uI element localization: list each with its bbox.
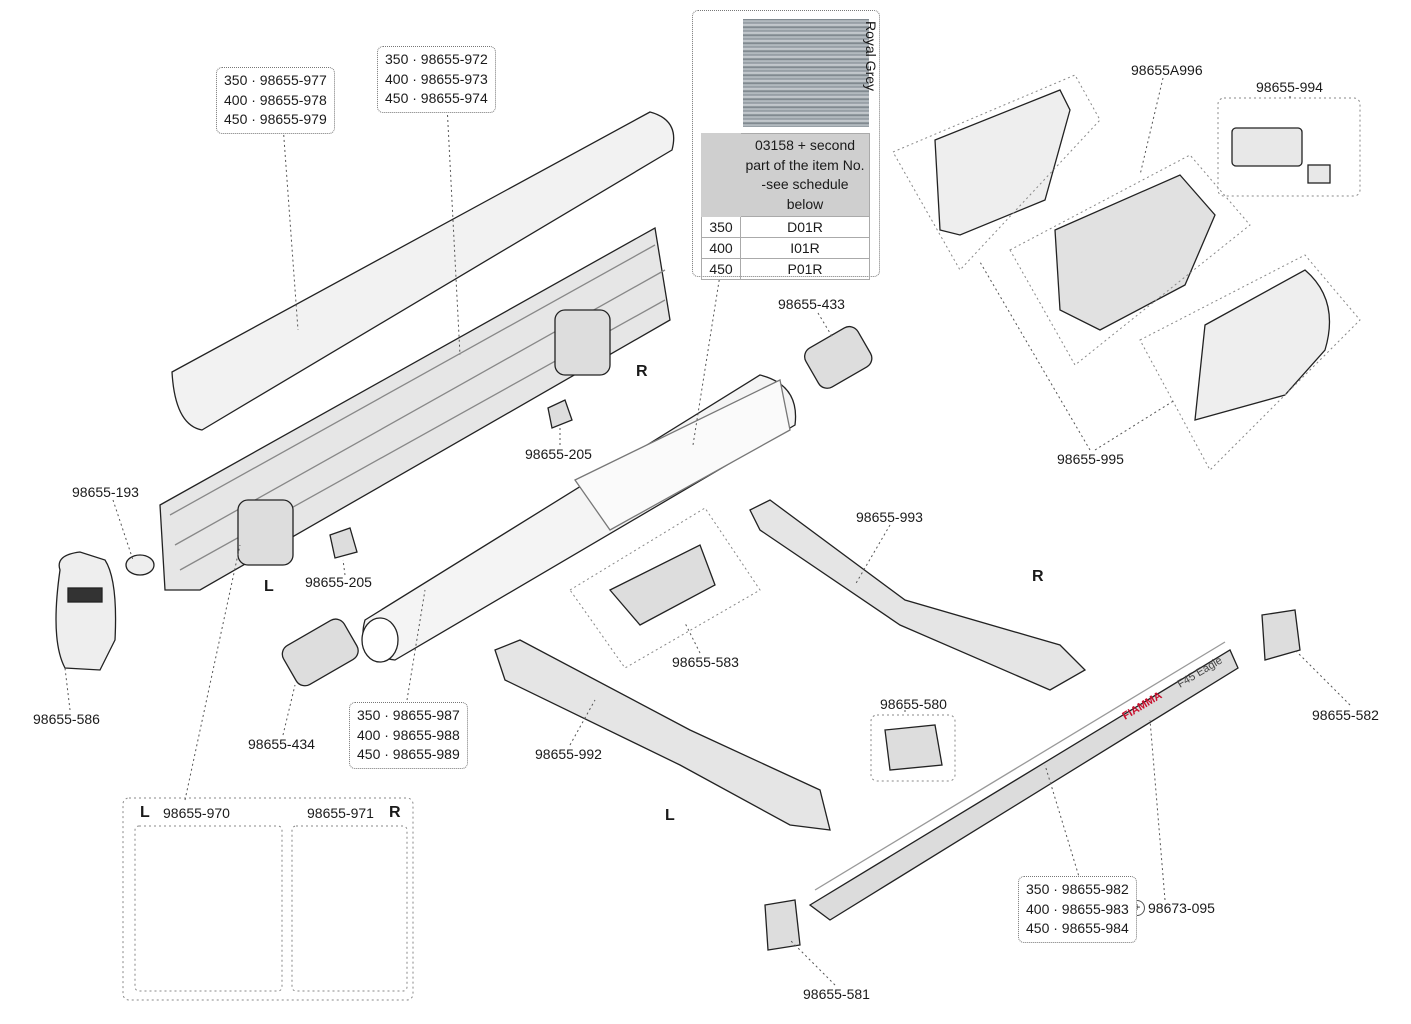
table-row: 350 D01R: [701, 216, 870, 238]
top-cover-part: [171, 111, 675, 431]
fabric-code-panel: Royal Grey 03158 + second part of the it…: [692, 10, 880, 280]
front-bar-variants-box: 350 · 98655-982 400 · 98655-983 450 · 98…: [1018, 876, 1137, 943]
size-cell: 350: [701, 216, 741, 238]
label-98655-582: 98655-582: [1312, 707, 1379, 723]
right-cover-inner-part: [934, 89, 1071, 236]
label-98655-205-a: 98655-205: [525, 446, 592, 462]
fabric-code-table: 03158 + second part of the item No. -see…: [701, 133, 870, 280]
label-98655-993: 98655-993: [856, 509, 923, 525]
awning-profile-part: [159, 226, 671, 591]
front-bar-variant: 450 · 98655-984: [1026, 920, 1129, 936]
left-end-cap-part: [55, 551, 117, 671]
table-header: 03158 + second part of the item No. -see…: [740, 133, 870, 217]
front-bar-variant: 400 · 98655-983: [1026, 900, 1129, 917]
label-98655A996: 98655A996: [1131, 62, 1203, 78]
cover-variant: 400 · 98655-978: [224, 91, 327, 108]
end-bracket-l-part: [237, 499, 294, 566]
label-98655-971: 98655-971: [307, 805, 374, 821]
tube-variant: 350 · 98655-987: [357, 707, 460, 723]
cover-variant: 450 · 98655-979: [224, 111, 327, 127]
tube-plug-right-part: [804, 325, 873, 389]
label-98655-970: 98655-970: [163, 805, 230, 821]
label-98655-583: 98655-583: [672, 654, 739, 670]
front-bar-part: [808, 649, 1239, 921]
side-marker-r-profile: R: [636, 363, 648, 380]
pin-part: [125, 554, 155, 576]
label-98673-095: 98673-095: [1148, 900, 1215, 916]
clip-205a-part: [547, 399, 573, 429]
profile-variant: 450 · 98655-974: [385, 90, 488, 106]
part-583: [608, 544, 716, 626]
label-98655-994: 98655-994: [1256, 79, 1323, 95]
switch-part: [1231, 127, 1303, 167]
code-cell: P01R: [740, 258, 870, 280]
cover-variant: 350 · 98655-977: [224, 72, 327, 88]
table-row: 400 I01R: [701, 237, 870, 259]
label-98655-995: 98655-995: [1057, 451, 1124, 467]
fabric-swatch: [743, 19, 869, 127]
profile-variant: 350 · 98655-972: [385, 51, 488, 67]
label-98655-581: 98655-581: [803, 986, 870, 1002]
arm-l-part: [494, 639, 831, 831]
front-bar-variant: 350 · 98655-982: [1026, 881, 1129, 897]
code-cell: D01R: [740, 216, 870, 238]
end-bracket-r-part: [554, 309, 611, 376]
table-corner: [701, 133, 741, 217]
label-98655-580: 98655-580: [880, 696, 947, 712]
part-580: [884, 724, 943, 771]
motor-part: [1054, 174, 1216, 331]
table-row: 450 P01R: [701, 258, 870, 280]
side-marker-l-bracket: L: [140, 804, 150, 821]
side-marker-r-bracket: R: [389, 804, 401, 821]
front-cap-l-part: [764, 899, 801, 951]
cover-variants-box: 350 · 98655-977 400 · 98655-978 450 · 98…: [216, 67, 335, 134]
clip-205b-part: [329, 527, 358, 559]
fabric-part: [574, 379, 791, 531]
tube-variants-box: 350 · 98655-987 400 · 98655-988 450 · 98…: [349, 702, 468, 769]
tube-variant: 400 · 98655-988: [357, 726, 460, 743]
side-marker-l-profile: L: [264, 578, 274, 595]
tube-plug-left-part: [281, 618, 359, 687]
label-98655-193: 98655-193: [72, 484, 139, 500]
label-98655-433: 98655-433: [778, 296, 845, 312]
right-cover-outer-part: [1194, 269, 1331, 421]
profile-variant: 400 · 98655-973: [385, 70, 488, 87]
side-marker-l-arm: L: [665, 807, 675, 824]
size-cell: 400: [701, 237, 741, 259]
label-98655-586: 98655-586: [33, 711, 100, 727]
arm-r-part: [749, 499, 1087, 691]
profile-variants-box: 350 · 98655-972 400 · 98655-973 450 · 98…: [377, 46, 496, 113]
side-marker-r-arm: R: [1032, 568, 1044, 585]
code-cell: I01R: [740, 237, 870, 259]
label-98655-992: 98655-992: [535, 746, 602, 762]
label-98655-205-b: 98655-205: [305, 574, 372, 590]
tube-variant: 450 · 98655-989: [357, 746, 460, 762]
label-98655-434: 98655-434: [248, 736, 315, 752]
fabric-colour-name: Royal Grey: [863, 21, 879, 92]
size-cell: 450: [701, 258, 741, 280]
front-cap-r-part: [1261, 609, 1301, 661]
